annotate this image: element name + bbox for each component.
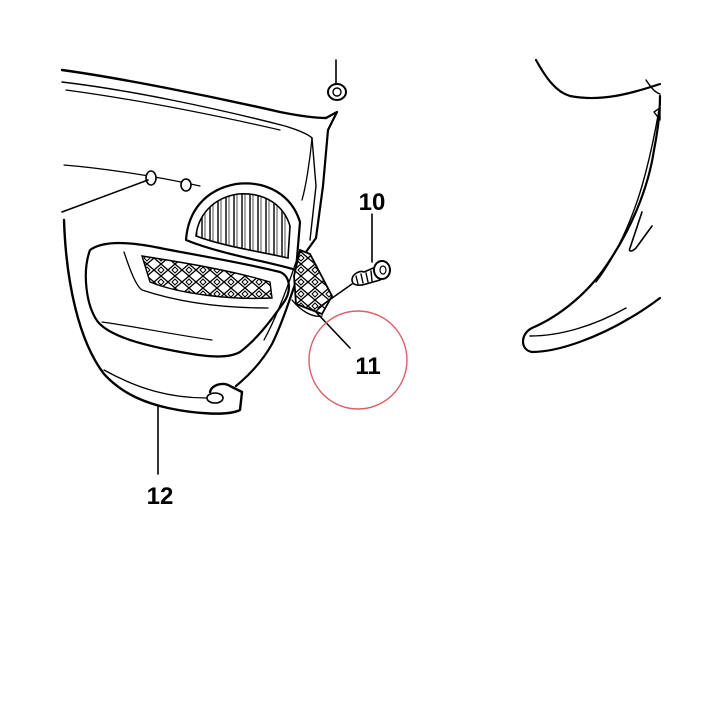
trim-panel-part-12 [60,68,339,415]
tab-hole [206,392,224,404]
callout-12: 12 [147,483,174,510]
callout-11: 11 [355,353,380,380]
adjacent-panel [521,58,662,354]
screw-icon [317,260,391,309]
callout-10: 10 [359,189,386,216]
highlight-ring [308,310,408,410]
mesh-strip [141,255,273,300]
leader-line [61,179,149,213]
speaker-grille [195,193,291,259]
mount-hole [180,178,192,192]
leader-line-11 [313,309,351,349]
nut-icon [327,59,347,101]
mount-hole [145,170,157,186]
mesh-bracket-part-11 [291,248,334,317]
